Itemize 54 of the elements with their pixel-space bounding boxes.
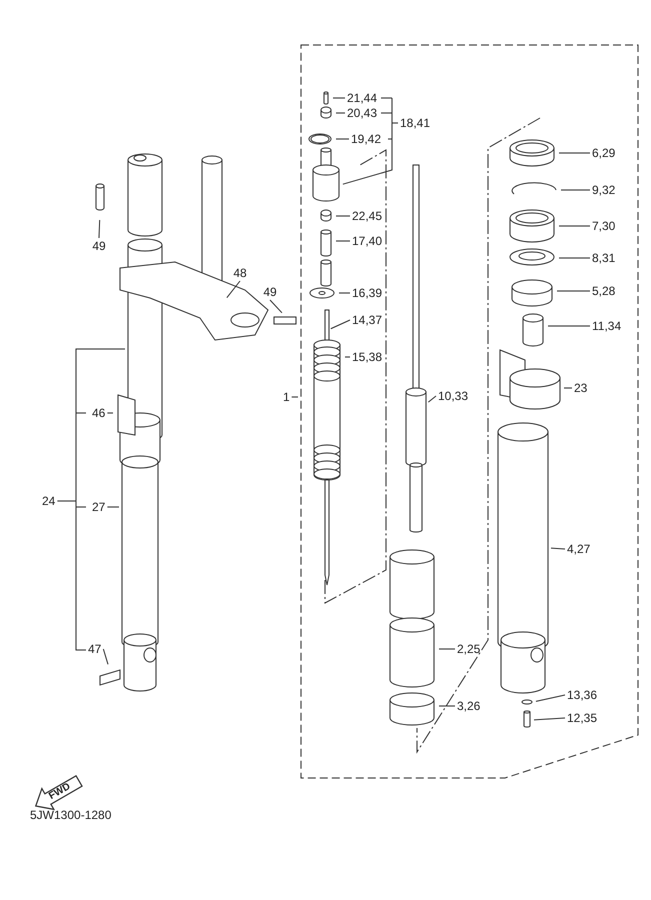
leader-line — [535, 694, 566, 702]
leader-line — [106, 506, 120, 508]
leader-line — [558, 152, 590, 154]
callout-number: 14,37 — [352, 313, 382, 327]
callout-number: 27 — [92, 500, 106, 514]
callout-number: 12,35 — [567, 711, 598, 725]
leader-line — [270, 300, 282, 314]
diagram-code: 5JW1300-1280 — [30, 809, 112, 821]
leader-line — [342, 122, 398, 185]
leader-line — [338, 292, 350, 294]
callout-number: 49 — [263, 285, 277, 299]
leader-line — [98, 220, 100, 238]
leader-line — [330, 320, 350, 330]
callout-number: 16,39 — [352, 286, 382, 300]
callout-number: 46 — [92, 406, 106, 420]
leader-line — [438, 648, 456, 650]
leader-line — [550, 548, 566, 550]
leader-line — [336, 138, 350, 140]
callout-number: 47 — [88, 642, 102, 656]
callout-number: 8,31 — [592, 251, 616, 265]
callout-number: 11,34 — [592, 319, 622, 333]
callout-number: 19,42 — [351, 132, 382, 146]
callout-number: 48 — [233, 266, 247, 280]
callout-number: 24 — [42, 494, 56, 508]
leader-line — [336, 112, 346, 114]
leader-line — [226, 280, 240, 298]
leader-line — [291, 396, 298, 398]
callout-number: 3,26 — [457, 699, 480, 713]
callout-number: 22,45 — [352, 209, 382, 223]
callout-number: 7,30 — [592, 219, 616, 233]
leader-line — [56, 348, 126, 502]
leader-line — [534, 718, 566, 720]
leader-line — [344, 356, 350, 358]
callout-number: 23 — [574, 381, 588, 395]
callout-number: 17,40 — [352, 234, 382, 248]
leader-line — [428, 396, 436, 403]
callout-number: 9,32 — [592, 183, 616, 197]
callout-number: 10,33 — [438, 389, 468, 403]
callout-number: 13,36 — [567, 688, 598, 702]
leader-line — [102, 648, 108, 665]
callout-number: 49 — [92, 239, 106, 253]
leader-line — [556, 290, 590, 292]
callout-number: 4,27 — [567, 542, 590, 556]
leader-line — [106, 412, 114, 414]
callout-number: 5,28 — [592, 284, 616, 298]
callout-number: 21,44 — [347, 91, 378, 105]
callout-number: 20,43 — [347, 106, 378, 120]
leader-line — [336, 240, 350, 242]
callout-number: 1 — [283, 390, 290, 404]
callout-number: 6,29 — [592, 146, 616, 160]
callout-number: 2,25 — [457, 642, 480, 656]
callout-number: 15,38 — [352, 350, 382, 364]
direction-label: FWD — [48, 782, 72, 802]
callout-number: 18,41 — [400, 116, 430, 130]
